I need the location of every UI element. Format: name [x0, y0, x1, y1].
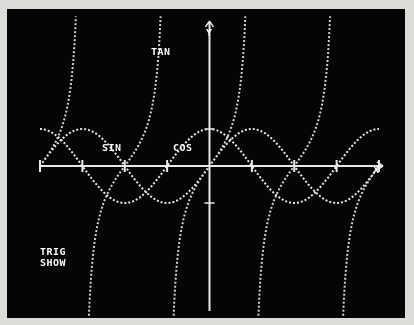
series-label-cos: COS	[173, 143, 193, 154]
plot-screen: Y X TAN SIN COS TRIG SHOW	[7, 9, 405, 318]
y-axis-arrow	[204, 20, 215, 28]
caption-line-1: TRIG	[40, 247, 66, 258]
axis-label-y: Y	[206, 28, 213, 39]
series-label-tan: TAN	[151, 47, 171, 58]
caption-line-2: SHOW	[40, 258, 67, 269]
series-label-sin: SIN	[102, 143, 122, 154]
axes-layer	[39, 20, 384, 311]
axis-label-x: X	[373, 165, 380, 176]
text-layer: Y X TAN SIN COS TRIG SHOW	[40, 28, 380, 269]
trig-chart: Y X TAN SIN COS TRIG SHOW	[39, 16, 384, 316]
